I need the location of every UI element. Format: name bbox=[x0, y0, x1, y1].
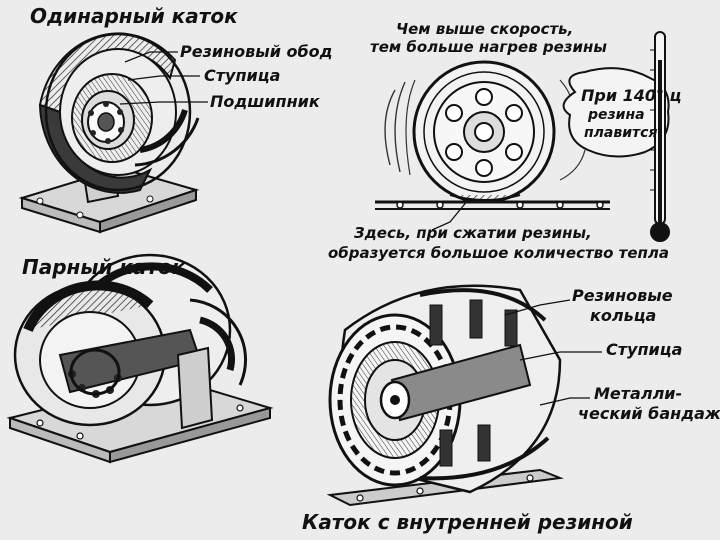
bubble-line-2: резина bbox=[588, 107, 645, 123]
label-metal-band-1: Металли- bbox=[594, 384, 683, 403]
compression-note-line-1: Здесь, при сжатии резины, bbox=[354, 224, 592, 242]
pair-roller-drawing bbox=[6, 253, 274, 464]
internal-roller-title: Каток с внутренней резиной bbox=[302, 510, 633, 534]
label-hub-2: Ступица bbox=[606, 340, 683, 359]
bubble-line-1: При 140° ц bbox=[581, 86, 682, 105]
label-rubber-rings-2: кольца bbox=[590, 306, 657, 325]
label-rubber-rim: Резиновый обод bbox=[180, 42, 333, 61]
pair-roller-title: Парный каток bbox=[22, 255, 186, 279]
speed-note-line-1: Чем выше скорость, bbox=[396, 20, 574, 38]
label-hub: Ступица bbox=[204, 66, 281, 85]
speed-note-line-2: тем больше нагрев резины bbox=[370, 38, 607, 56]
bubble-line-3: плавится bbox=[584, 125, 658, 141]
single-roller-title: Одинарный каток bbox=[30, 4, 238, 28]
label-bearing: Подшипник bbox=[210, 92, 320, 111]
label-metal-band-2: ческий бандаж bbox=[578, 404, 720, 423]
single-roller-drawing bbox=[18, 32, 208, 234]
label-rubber-rings-1: Резиновые bbox=[572, 286, 673, 305]
speed-heat-drawing bbox=[375, 31, 670, 242]
compression-note-line-2: образуется большое количество тепла bbox=[328, 244, 670, 262]
internal-roller-drawing bbox=[326, 284, 602, 507]
